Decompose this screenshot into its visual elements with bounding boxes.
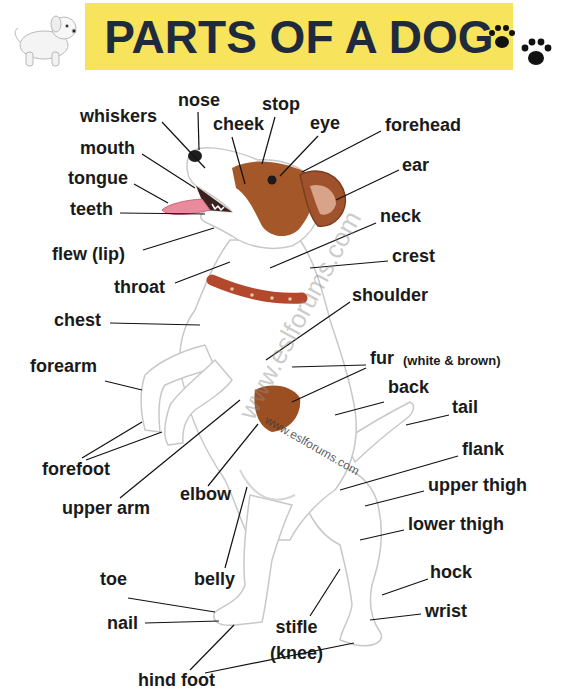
part-label: hind foot [138,671,215,691]
part-label: flank [462,440,504,460]
belly-shade [240,470,295,500]
foreleg-near [165,360,232,445]
part-label: cheek [213,115,264,135]
paw-prints [489,25,551,65]
leader-lines [82,112,458,673]
part-label: tail [452,398,478,418]
part-label: mouth [80,139,135,159]
part-label: throat [114,278,165,298]
teeth [212,204,224,210]
eye [268,176,277,185]
part-label: neck [380,207,421,227]
part-label: wrist [425,602,467,622]
head-patch [232,162,314,236]
part-label: toe [100,570,127,590]
part-label: nose [178,91,220,111]
part-label: ear [402,156,429,176]
collar [212,280,302,298]
dog-icon [15,16,76,66]
part-label: stop [262,95,300,115]
title-band [85,3,513,70]
ear-inner [310,185,336,215]
part-label: shoulder [352,286,428,306]
part-label: forehead [385,116,461,136]
part-label: tongue [68,169,128,189]
part-label: (white & brown) [403,354,501,368]
hind-leg-near [214,495,292,625]
part-label: fur [370,349,394,369]
part-label: chest [54,311,101,331]
part-label: elbow [180,485,231,505]
part-label: hock [430,563,472,583]
part-label: lower thigh [408,515,504,535]
watermark: www.eslforums.com [233,206,367,424]
part-label: nail [107,614,138,634]
part-label: upper arm [62,499,150,519]
head [187,148,321,249]
part-label: upper thigh [428,476,527,496]
part-label: whiskers [80,107,157,127]
title: PARTS OF A DOG [85,3,513,70]
part-label: stifle (knee) [270,614,323,666]
watermark: www.eslforums.com [263,414,362,479]
part-label: teeth [70,200,113,220]
collar-studs [230,287,292,301]
part-label: forearm [30,357,97,377]
part-label: eye [310,114,340,134]
tongue [162,199,210,215]
part-label: belly [194,570,235,590]
part-label: forefoot [42,460,110,480]
part-label: crest [392,247,435,267]
part-label: back [388,378,429,398]
dog-figure [141,148,413,646]
part-label: flew (lip) [52,245,125,265]
